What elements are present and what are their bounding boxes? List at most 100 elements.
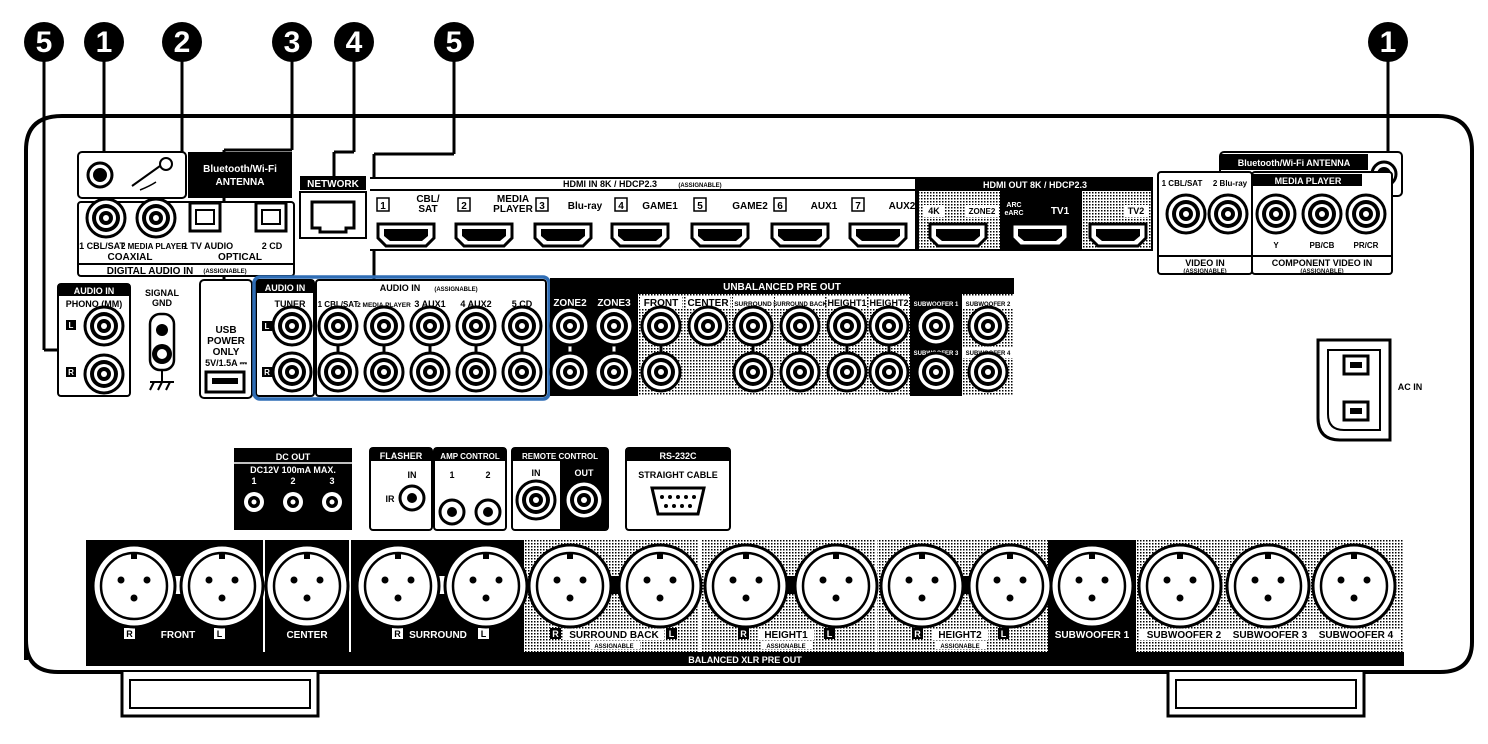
xlr-sub4-label: SUBWOOFER 4	[1319, 630, 1394, 641]
callout-1a: 1	[84, 22, 124, 62]
usb-rating: 5V/1.5A ⎓	[205, 358, 248, 368]
xlr-sb-label: SURROUND BACK	[569, 630, 659, 641]
xlr-center-label: CENTER	[286, 630, 328, 641]
hdmi-out-zone2-label: ZONE2	[969, 207, 996, 216]
sb-assignable: ASSIGNABLE	[594, 644, 633, 650]
optical-1-port[interactable]	[188, 201, 222, 233]
foot-right	[1166, 672, 1366, 718]
ground-icon	[149, 370, 174, 391]
tuner-r-jack[interactable]	[271, 351, 313, 393]
component-pb-label: PB/CB	[1310, 241, 1335, 250]
h1-l-label: L	[827, 629, 833, 639]
hdmi-in-num-5: 5	[697, 201, 703, 212]
front-r-label: R	[126, 629, 133, 639]
component-pb-jack[interactable]	[1301, 193, 1343, 235]
tuner-r-label: R	[264, 368, 270, 377]
coaxial-2-jack[interactable]	[135, 197, 177, 239]
hdmi-out-tv1-label: TV1	[1051, 206, 1070, 217]
audio-in-tuner-title: AUDIO IN	[265, 283, 306, 293]
svg-text:2: 2	[174, 26, 191, 59]
callout-5a: 5	[24, 22, 64, 62]
remote-in-jack[interactable]	[515, 479, 557, 521]
amp-control-2-jack[interactable]	[474, 498, 502, 526]
component-y-label: Y	[1273, 241, 1279, 250]
hdmi-in-num-1: 1	[380, 201, 386, 212]
hdmi-out-ports[interactable]	[928, 222, 1148, 248]
coaxial-1-jack[interactable]	[85, 197, 127, 239]
component-pr-jack[interactable]	[1345, 193, 1387, 235]
ac-in-socket[interactable]	[1316, 338, 1392, 442]
video-in-2-label: 2 Blu-ray	[1213, 179, 1248, 188]
hdmi-in-num-box-7	[851, 197, 865, 212]
digital-audio-in-title: DIGITAL AUDIO IN	[107, 266, 193, 277]
hdmi-in-name-7: AUX1	[811, 201, 838, 212]
signal-gnd-label-1: SIGNAL	[145, 288, 180, 298]
rs232-port[interactable]	[650, 486, 706, 516]
surround-l-label: L	[481, 629, 487, 639]
xlr-sub3-label: SUBWOOFER 3	[1233, 630, 1308, 641]
flasher-in-jack[interactable]	[398, 484, 426, 512]
foot-left	[120, 672, 320, 718]
callout-2: 2	[162, 22, 202, 62]
h1-r-label: R	[740, 629, 747, 639]
usb-label-3: ONLY	[213, 347, 240, 358]
audio-in-2-label: 2 MEDIA PLAYER	[357, 302, 411, 309]
coaxial-label: COAXIAL	[108, 252, 153, 263]
usb-port[interactable]	[204, 370, 246, 394]
center-label: CENTER	[687, 298, 729, 309]
tuner-l-label: L	[265, 322, 270, 331]
optical-label: OPTICAL	[218, 252, 262, 263]
tuner-l-jack[interactable]	[271, 305, 313, 347]
hdmi-out-earc-label: eARC	[1004, 210, 1023, 217]
dc-out-title: DC OUT	[276, 452, 311, 462]
component-y-jack[interactable]	[1255, 193, 1297, 235]
surround-back-label: SURROUND BACK	[773, 302, 827, 308]
dc-out-jacks[interactable]	[244, 492, 342, 512]
hdmi-in-num-box-6	[773, 197, 787, 212]
h2-l-label: L	[1001, 629, 1007, 639]
svg-text:5: 5	[446, 26, 463, 59]
network-port[interactable]	[299, 191, 367, 239]
height2-label: HEIGHT2	[869, 298, 908, 308]
hdmi-out-title: HDMI OUT 8K / HDCP2.3	[983, 180, 1087, 190]
hdmi-in-num-6: 6	[777, 201, 783, 212]
component-header: MEDIA PLAYER	[1275, 176, 1342, 186]
audio-in-assign-jacks[interactable]	[317, 305, 543, 393]
video-in-1-jack[interactable]	[1165, 193, 1207, 235]
hdmi-in-name-4: Blu-ray	[568, 201, 603, 212]
h2-r-label: R	[914, 629, 921, 639]
dc-out-2-label: 2	[290, 476, 295, 486]
remote-out-jack[interactable]	[563, 479, 605, 521]
video-in-1-label: 1 CBL/SAT	[1162, 179, 1203, 188]
optical-2-port[interactable]	[254, 201, 288, 233]
front-label: FRONT	[644, 298, 678, 309]
usb-label-2: POWER	[207, 336, 246, 347]
antenna-left-jack[interactable]	[86, 161, 114, 189]
hdmi-out-4k-label: 4K	[928, 206, 940, 216]
video-in-title: VIDEO IN	[1185, 258, 1225, 268]
dc-out-sub: DC12V 100mA MAX.	[250, 465, 336, 475]
unbalanced-pre-out-jacks[interactable]	[549, 305, 1009, 393]
phono-r-jack[interactable]	[83, 353, 125, 395]
phono-l-jack[interactable]	[83, 305, 125, 347]
amp-control-1-jack[interactable]	[438, 498, 466, 526]
dc-out-frame	[234, 448, 352, 530]
hdmi-in-name-5: GAME1	[642, 201, 678, 212]
optical-1-label: 1 TV AUDIO	[183, 241, 233, 251]
usb-label-1: USB	[215, 325, 236, 336]
front-l-label: L	[217, 629, 223, 639]
remote-control-title: REMOTE CONTROL	[522, 452, 598, 461]
signal-gnd-label-2: GND	[152, 298, 173, 308]
remote-in-label: IN	[532, 468, 541, 478]
hdmi-in-num-4: 4	[618, 201, 624, 212]
usb-frame	[199, 279, 253, 399]
zone3-label: ZONE3	[597, 298, 631, 309]
antenna-left-label-1: Bluetooth/Wi-Fi	[203, 164, 277, 175]
xlr-title: BALANCED XLR PRE OUT	[688, 655, 802, 665]
amp-control-2-label: 2	[485, 470, 490, 480]
xlr-jacks[interactable]	[91, 543, 1397, 629]
signal-gnd-terminal[interactable]	[148, 312, 176, 372]
svg-text:1: 1	[96, 26, 113, 59]
video-in-2-jack[interactable]	[1207, 193, 1249, 235]
